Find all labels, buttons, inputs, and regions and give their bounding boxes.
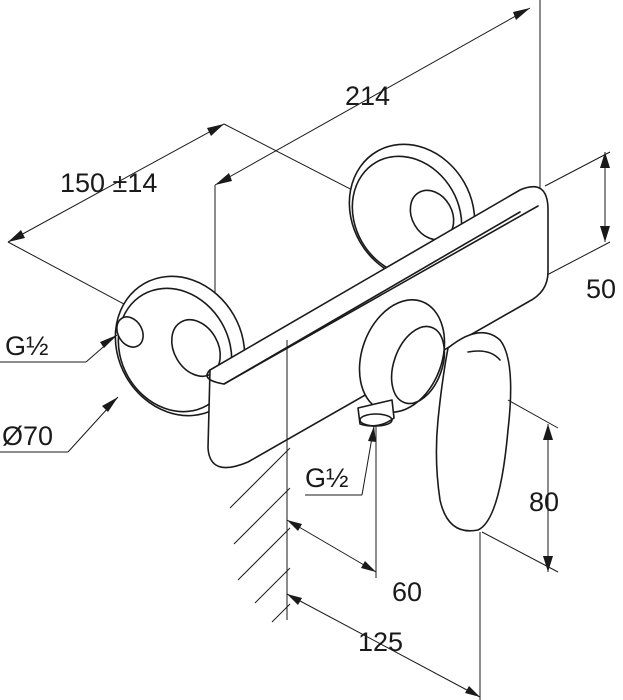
outlet-nozzle (357, 399, 395, 427)
lever-handle (358, 299, 512, 532)
dimension-60 (286, 519, 377, 573)
dimension-80 (481, 399, 559, 573)
dim-outlet-projection-label: 60 (392, 577, 422, 607)
dim-height-label: 50 (586, 274, 616, 304)
inlet-thread-label: G½ (5, 331, 49, 361)
dimension-125 (286, 532, 481, 700)
dim-center-distance-label: 150 ±14 (60, 168, 157, 198)
rosette-diameter-label: Ø70 (2, 421, 53, 451)
outlet-thread-label: G½ (305, 463, 349, 493)
dim-lever-height-label: 80 (529, 487, 559, 517)
leader-inlet-thread (0, 334, 118, 363)
dim-overall-length-label: 214 (345, 81, 390, 111)
wall-hatching (229, 447, 291, 623)
leader-outlet-thread (305, 425, 377, 578)
dimension-50 (544, 151, 611, 277)
leader-rosette-diameter (0, 396, 119, 453)
dim-lever-projection-label: 125 (358, 627, 403, 657)
